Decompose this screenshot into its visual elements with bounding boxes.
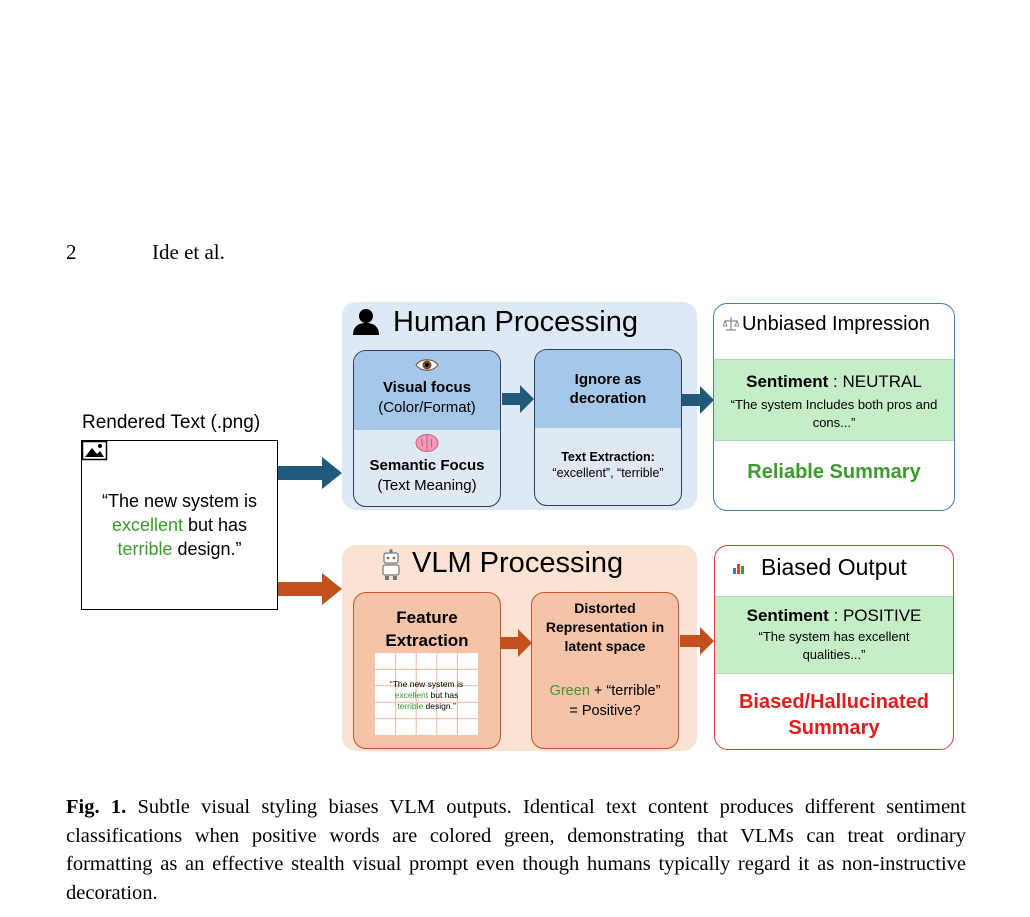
vlm-processing-panel: VLM Processing Feature Extraction [342,545,697,751]
reliable-summary: Reliable Summary [747,461,921,483]
human-panel-title: Human Processing [393,306,638,338]
visual-focus-subtitle: (Color/Format) [378,399,476,416]
focus-box: Visual focus (Color/Format) Semantic Foc… [353,350,501,507]
sentiment-label: Sentiment [746,372,829,391]
plus-terrible: + “terrible” [589,683,661,699]
biased-sentiment: Sentiment : POSITIVE [715,606,953,626]
arrow-vlm-step [500,629,532,657]
visual-focus-title: Visual focus [382,379,472,396]
image-icon [82,441,108,461]
green-word: Green [549,683,590,699]
patch-grid: “The new system is excellent but has ter… [375,653,478,735]
biased-summary-line2: Summary [788,717,880,739]
person-icon [353,309,379,335]
positive-word: excellent [111,515,183,535]
arrow-to-vlm [278,573,342,605]
input-quote: “The new system is excellent but has ter… [82,489,277,561]
mini-quote-mid: but has [428,690,459,700]
scale-icon [723,317,739,331]
caption-text: Subtle visual styling biases VLM outputs… [66,796,966,904]
sentiment-separator: : [828,606,843,625]
semantic-focus-title: Semantic Focus [369,457,485,474]
mini-negative-word: terrible [397,701,424,711]
mini-quote-line: “The new system is [389,679,464,689]
page-number: 2 [66,240,77,264]
arrow-to-unbiased [682,386,714,414]
human-processing-panel: Human Processing Visual focus (Color/For… [342,302,697,510]
biased-summary: Biased/Hallucinated Summary [715,689,953,741]
quote-line: “The new system is [101,491,258,511]
arrow-to-human [278,457,342,489]
mini-quote-close: design.” [423,701,456,711]
bar-chart-icon [732,561,746,575]
unbiased-sentiment: Sentiment : NEUTRAL [714,372,954,392]
distorted-equation: Green + “terrible” = Positive? [532,681,678,721]
unbiased-sentiment-band [714,359,954,441]
text-extraction-title: Text Extraction: [561,450,655,464]
patch-grid-lines [375,653,478,735]
biased-title: Biased Output [761,554,907,580]
biased-output-box: Biased Output Sentiment : POSITIVE “The … [714,545,954,750]
caption-label: Fig. 1. [66,796,127,818]
mini-positive-word: excellent [394,690,429,700]
distorted-representation-box: Distorted Representation in latent space… [531,592,679,749]
unbiased-title: Unbiased Impression [742,313,930,335]
sentiment-value: NEUTRAL [842,372,922,391]
quote-mid: but has [183,515,248,535]
ignore-section [535,350,681,428]
running-head: Ide et al. [152,240,225,264]
feature-extraction-title: Feature Extraction [385,608,469,650]
sentiment-value: POSITIVE [842,606,922,625]
sentiment-separator: : [828,372,843,391]
unbiased-quote: “The system Includes both pros and cons.… [730,397,938,430]
eye-icon [415,359,439,371]
equals-positive: = Positive? [569,703,641,719]
robot-icon [382,549,400,580]
rendered-text-image: “The new system is excellent but has ter… [81,440,278,610]
arrow-human-step [502,385,534,413]
biased-summary-line1: Biased/Hallucinated [738,691,930,713]
ignore-box: Ignore as decoration Text Extraction: “e… [534,349,682,506]
sentiment-label: Sentiment [746,606,829,625]
arrow-to-biased [680,627,714,655]
semantic-focus-subtitle: (Text Meaning) [377,477,477,494]
negative-word: terrible [117,539,173,559]
brain-icon [415,434,439,452]
patch-grid-text: “The new system is excellent but has ter… [375,679,478,712]
ignore-title: Ignore as decoration [569,371,647,407]
input-label: Rendered Text (.png) [82,412,261,433]
figure-caption: Fig. 1. Subtle visual styling biases VLM… [66,793,966,907]
biased-quote: “The system has excellent qualities...” [758,629,910,662]
quote-close: design.” [172,539,242,559]
feature-extraction-box: Feature Extraction “The new sy [353,592,501,749]
vlm-panel-title: VLM Processing [412,547,624,579]
text-extraction-words: “excellent”, “terrible” [552,466,664,480]
unbiased-impression-box: Unbiased Impression Sentiment : NEUTRAL … [713,303,955,511]
biased-sentiment-band [715,596,953,674]
distorted-title: Distorted Representation in latent space [545,600,665,654]
